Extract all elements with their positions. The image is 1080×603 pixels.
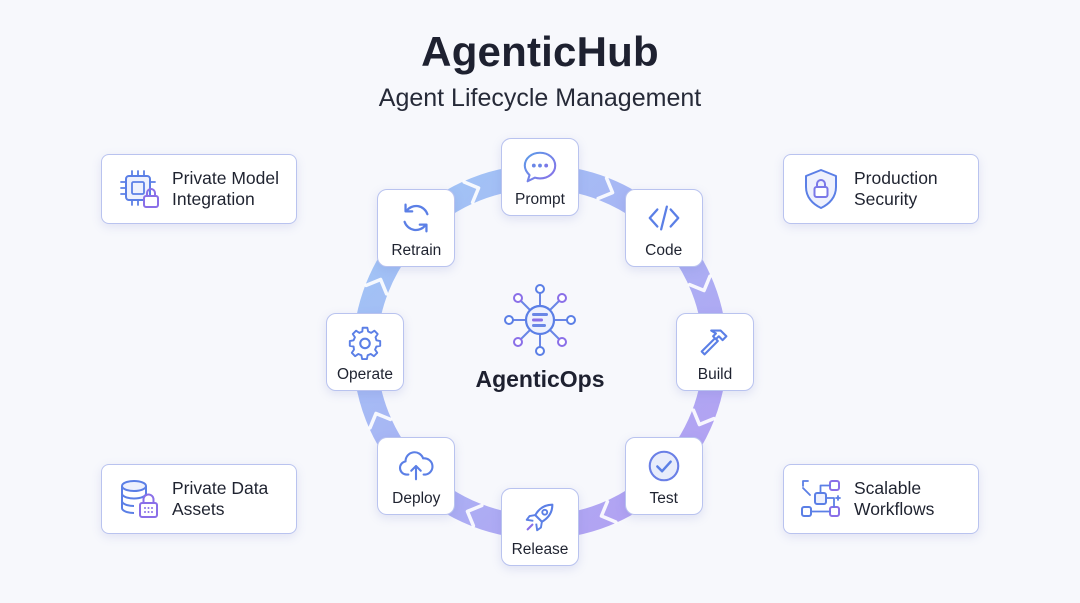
node-label: Release bbox=[511, 541, 569, 558]
chat-bubble-icon bbox=[523, 151, 557, 183]
node-release[interactable]: Release bbox=[501, 488, 579, 566]
refresh-icon bbox=[403, 203, 429, 233]
gear-icon bbox=[348, 326, 382, 361]
rocket-icon bbox=[525, 503, 554, 532]
feature-scalable-workflows[interactable]: Scalable Workflows bbox=[783, 464, 979, 534]
node-build[interactable]: Build bbox=[676, 313, 754, 391]
database-lock-icon bbox=[121, 480, 158, 518]
page-subtitle: Agent Lifecycle Management bbox=[378, 84, 702, 112]
node-label: Retrain bbox=[391, 242, 442, 260]
feature-private-data-assets[interactable]: Private Data Assets bbox=[101, 464, 297, 534]
ring-arrow bbox=[599, 499, 618, 524]
feature-label: Private Model Integration bbox=[172, 168, 279, 209]
node-label: Operate bbox=[336, 366, 393, 383]
node-label: Deploy bbox=[392, 489, 441, 507]
feature-label: Production Security bbox=[854, 168, 938, 209]
chip-lock-icon bbox=[120, 170, 159, 208]
hub-label: AgenticOps bbox=[475, 366, 605, 392]
node-label: Prompt bbox=[515, 191, 565, 208]
ring-arrow bbox=[691, 408, 716, 427]
ring-arrow bbox=[368, 411, 393, 430]
page-title: AgenticHub bbox=[421, 28, 659, 75]
ring-arrows bbox=[364, 176, 716, 528]
cloud-upload-icon bbox=[399, 450, 434, 481]
check-circle-icon bbox=[648, 450, 679, 481]
feature-production-security[interactable]: Production Security bbox=[783, 154, 979, 224]
node-prompt[interactable]: Prompt bbox=[501, 138, 579, 216]
code-brackets-icon bbox=[648, 205, 680, 231]
ring-arrow bbox=[465, 503, 484, 528]
ring-arrow bbox=[687, 274, 712, 293]
workflow-icon bbox=[801, 480, 841, 517]
feature-label: Scalable Workflows bbox=[854, 478, 935, 519]
hammer-icon bbox=[700, 329, 728, 356]
feature-label: Private Data Assets bbox=[172, 478, 269, 519]
feature-private-model-integration[interactable]: Private Model Integration bbox=[101, 154, 297, 224]
node-deploy[interactable]: Deploy bbox=[377, 436, 456, 515]
ring-arrow bbox=[596, 176, 615, 201]
node-retrain[interactable]: Retrain bbox=[377, 189, 456, 268]
node-label: Build bbox=[697, 366, 733, 383]
node-code[interactable]: Code bbox=[624, 189, 703, 268]
node-test[interactable]: Test bbox=[624, 436, 703, 515]
node-label: Test bbox=[649, 489, 678, 507]
node-label: Code bbox=[645, 242, 683, 260]
ring-arrow bbox=[462, 180, 481, 205]
ring-arrow bbox=[364, 277, 389, 296]
node-operate[interactable]: Operate bbox=[326, 313, 404, 391]
shield-lock-icon bbox=[805, 169, 837, 209]
network-hub-icon bbox=[504, 284, 576, 356]
